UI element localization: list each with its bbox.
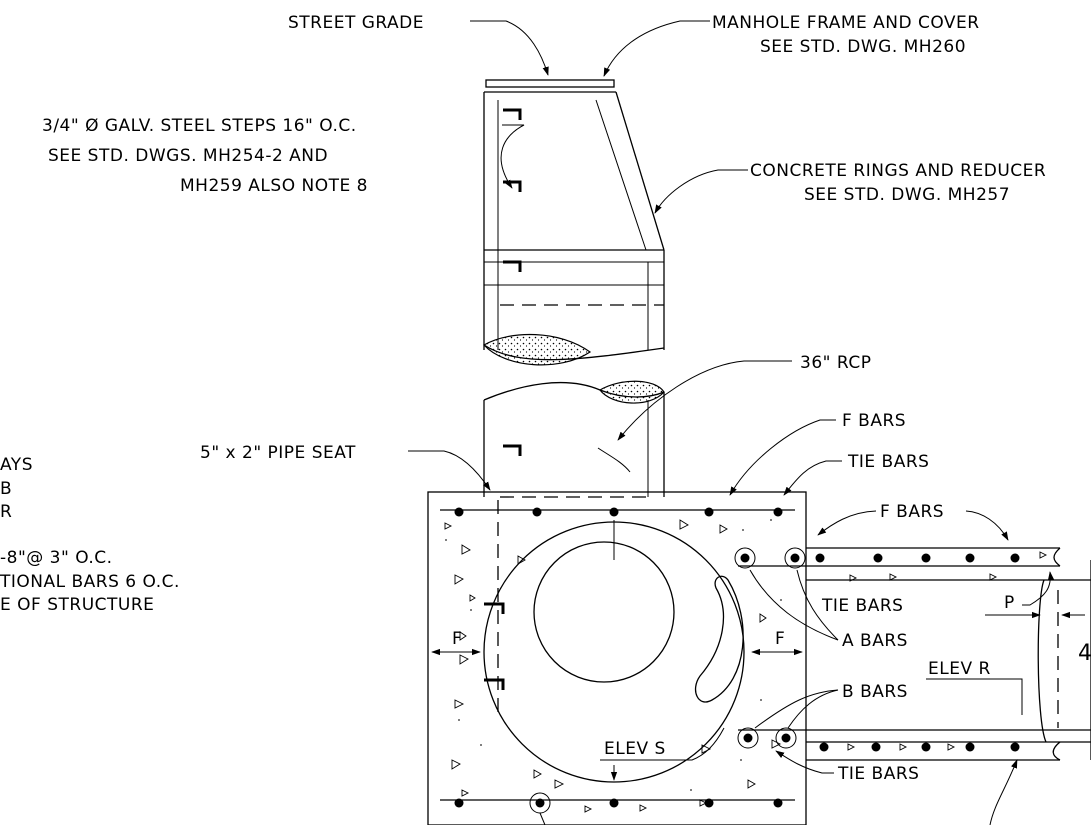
f-dim-right-label: F: [775, 629, 785, 649]
rcp-riser: [483, 380, 665, 498]
tie-bars-mid-label: TIE BARS: [821, 596, 903, 616]
steps-note: MH259 ALSO NOTE 8: [180, 176, 368, 196]
steps-ref: SEE STD. DWGS. MH254-2 AND: [48, 146, 328, 166]
p-dim-label: P: [1004, 593, 1015, 613]
elev-r-label: ELEV R: [928, 659, 991, 679]
rings-label: CONCRETE RINGS AND REDUCER: [750, 161, 1046, 181]
left-note-2: B: [0, 479, 12, 499]
left-note-3: R: [0, 502, 12, 522]
street-grade-label: STREET GRADE: [288, 13, 424, 33]
f-bars-slab-label: F BARS: [880, 502, 944, 522]
left-note-5: TIONAL BARS 6 O.C.: [0, 572, 180, 592]
annotations: STREET GRADE MANHOLE FRAME AND COVER SEE…: [0, 13, 1091, 784]
manhole-frame-label: MANHOLE FRAME AND COVER: [712, 13, 980, 33]
concrete-reducer: [483, 91, 665, 366]
left-note-6: E OF STRUCTURE: [0, 595, 154, 615]
elev-s-label: ELEV S: [604, 739, 666, 759]
rings-ref: SEE STD. DWG. MH257: [804, 185, 1010, 205]
leader-lines: [408, 20, 1055, 825]
pipe-seat-label: 5" x 2" PIPE SEAT: [200, 443, 356, 463]
manhole-frame-and-cover: [484, 79, 616, 93]
f-dim-left-label: F: [452, 629, 462, 649]
tie-bars-top-label: TIE BARS: [847, 452, 929, 472]
base-structure: [427, 491, 807, 825]
steps-label: 3/4" Ø GALV. STEEL STEPS 16" O.C.: [42, 116, 357, 136]
a-bars-label: A BARS: [842, 631, 908, 651]
outlet-slab: [734, 547, 1091, 761]
tie-bars-bottom-label: TIE BARS: [837, 764, 919, 784]
f-bars-top-label: F BARS: [842, 411, 906, 431]
left-note-4: -8"@ 3" O.C.: [0, 548, 113, 568]
rcp-label: 36" RCP: [800, 353, 871, 373]
right-clip-label: 4: [1078, 641, 1091, 666]
dimension-arrows: [431, 611, 1085, 656]
left-note-1: AYS: [0, 455, 33, 475]
manhole-frame-ref: SEE STD. DWG. MH260: [760, 37, 966, 57]
b-bars-label: B BARS: [842, 682, 908, 702]
